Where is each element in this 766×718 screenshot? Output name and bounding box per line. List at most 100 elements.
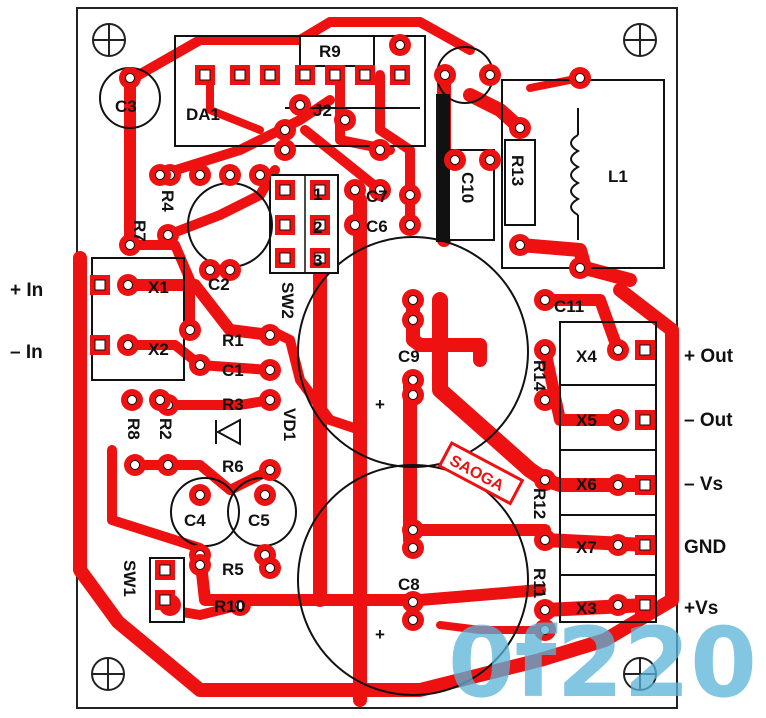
pad-hole xyxy=(613,415,623,425)
pad-hole xyxy=(279,219,291,231)
pad-hole xyxy=(440,70,450,80)
label-r10: R10 xyxy=(214,597,245,616)
pad-hole xyxy=(575,263,585,273)
label-j2: J2 xyxy=(313,101,332,120)
pad-hole xyxy=(613,600,623,610)
label-x1: X1 xyxy=(148,278,169,297)
label-c4: C4 xyxy=(184,511,206,530)
label-sw2-2: 2 xyxy=(313,218,322,237)
label-x6: X6 xyxy=(576,475,597,494)
coil-icon xyxy=(570,134,581,216)
label-x2: X2 xyxy=(148,340,169,359)
pad-hole xyxy=(163,230,173,240)
polarity-plus-icon: + xyxy=(375,625,385,644)
pad-hole xyxy=(255,170,265,180)
pad-hole xyxy=(485,155,495,165)
label-c6: C6 xyxy=(366,217,388,236)
pad-hole xyxy=(639,539,651,551)
pad-hole xyxy=(515,240,525,250)
pad-hole xyxy=(280,125,290,135)
label-gnd: GND xyxy=(684,537,726,558)
label-l1: L1 xyxy=(608,167,628,186)
pad-hole xyxy=(235,600,245,610)
pad-hole xyxy=(280,145,290,155)
pad-hole xyxy=(359,69,371,81)
pad-hole xyxy=(159,594,171,606)
pad-hole xyxy=(395,40,405,50)
label-r11: R11 xyxy=(530,568,549,598)
label-r12: R12 xyxy=(530,488,549,519)
label-c5: C5 xyxy=(248,511,270,530)
pad-hole xyxy=(350,220,360,230)
pad-hole xyxy=(613,345,623,355)
pad-hole xyxy=(265,395,275,405)
label-c10: C10 xyxy=(458,172,477,203)
pad-hole xyxy=(185,325,195,335)
diode-vd1-icon xyxy=(215,418,241,446)
pad-hole xyxy=(225,265,235,275)
watermark: 0f220 xyxy=(448,607,757,718)
pad-hole xyxy=(405,220,415,230)
pad-hole xyxy=(639,344,651,356)
label-da1: DA1 xyxy=(186,105,220,124)
pad-hole xyxy=(163,460,173,470)
pad-hole xyxy=(125,240,135,250)
pad-hole xyxy=(408,375,418,385)
label-r5: R5 xyxy=(222,560,244,579)
pad-hole xyxy=(405,190,415,200)
label-minus-vs: – Vs xyxy=(684,474,723,495)
pad-hole xyxy=(265,465,275,475)
pad-hole xyxy=(314,184,326,196)
pad-hole xyxy=(265,563,275,573)
label-r4: R4 xyxy=(158,190,177,212)
polarity-plus-icon: + xyxy=(375,395,385,414)
label-r6: R6 xyxy=(222,457,244,476)
pad-hole xyxy=(350,185,360,195)
pad-hole xyxy=(375,145,385,155)
input-terminal-block xyxy=(91,257,185,381)
label-c3: C3 xyxy=(115,97,137,116)
pad-hole xyxy=(94,279,106,291)
pad-hole xyxy=(279,252,291,264)
pad-hole xyxy=(314,219,326,231)
pad-hole xyxy=(408,295,418,305)
label-r7: R7 xyxy=(130,220,149,242)
label-x3: X3 xyxy=(576,599,597,618)
pad-hole xyxy=(540,605,550,615)
label-r3: R3 xyxy=(222,395,244,414)
label-c1: C1 xyxy=(222,361,244,380)
label-r2: R2 xyxy=(156,418,175,440)
pad-hole xyxy=(225,170,235,180)
pad-hole xyxy=(394,69,406,81)
pad-hole xyxy=(408,615,418,625)
pad-hole xyxy=(408,525,418,535)
pad-hole xyxy=(127,395,137,405)
pad-hole xyxy=(195,560,205,570)
solder-pads xyxy=(90,34,655,641)
label-x4: X4 xyxy=(576,347,597,366)
pad-hole xyxy=(195,490,205,500)
label-r1: R1 xyxy=(222,331,244,350)
label-c8: C8 xyxy=(398,575,420,594)
pad-hole xyxy=(639,479,651,491)
label-c11: C11 xyxy=(554,297,584,316)
connector-labels: + In – In + Out – Out – Vs GND +Vs xyxy=(10,280,734,619)
label-plus-vs: +Vs xyxy=(684,598,718,619)
pad-hole xyxy=(159,564,171,576)
label-c2: C2 xyxy=(208,275,230,294)
pad-hole xyxy=(329,69,341,81)
pad-hole xyxy=(408,390,418,400)
label-c9: C9 xyxy=(398,347,420,366)
pad-hole xyxy=(613,540,623,550)
pad-hole xyxy=(408,597,418,607)
pad-hole xyxy=(94,339,106,351)
pad-hole xyxy=(408,315,418,325)
pad-hole xyxy=(123,280,133,290)
pad-hole xyxy=(639,414,651,426)
pad-hole xyxy=(130,460,140,470)
pad-hole xyxy=(540,535,550,545)
pad-hole xyxy=(639,599,651,611)
capacitor-c9-outline xyxy=(297,236,529,468)
pad-hole xyxy=(155,170,165,180)
capacitor-c8-outline xyxy=(297,464,529,696)
